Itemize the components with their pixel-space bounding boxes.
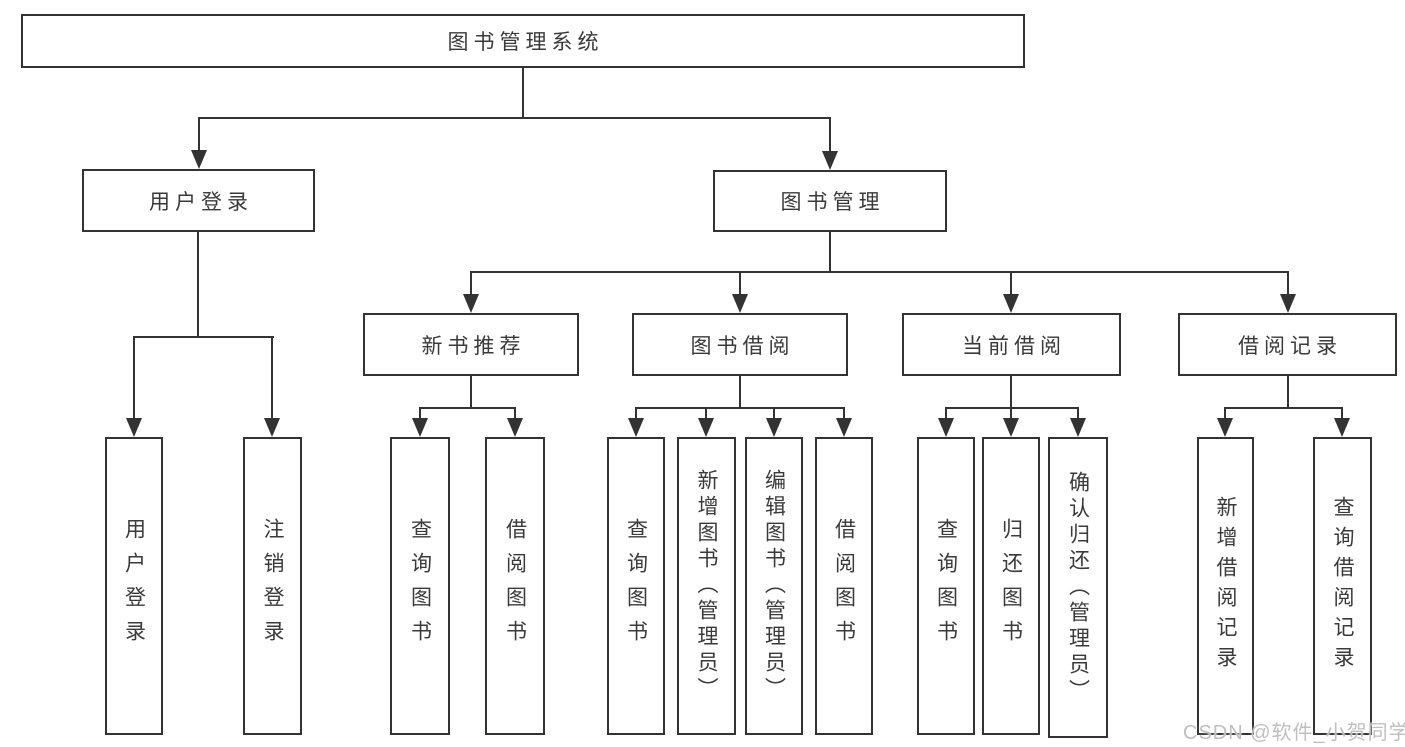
arrowhead-leaf-d3 bbox=[1070, 418, 1086, 437]
node-root-label: 图书管理系统 bbox=[447, 31, 604, 54]
connector-to-leaf-d3 bbox=[1077, 407, 1079, 419]
arrowhead-leaf-d1 bbox=[938, 418, 954, 437]
leaf-add-book-admin-label: 新增图书（管理员） bbox=[695, 469, 718, 703]
arrowhead-leaf-e1 bbox=[1217, 418, 1233, 437]
arrowhead-new-book bbox=[463, 294, 479, 313]
node-user-login-label: 用户登录 bbox=[149, 190, 253, 214]
leaf-query-books-borrowing: 查询图书 bbox=[607, 437, 665, 735]
leaf-borrow-books-borrowing-label: 借阅图书 bbox=[832, 518, 856, 654]
node-book-borrowing-label: 图书借阅 bbox=[690, 334, 795, 358]
arrowhead-current-borrow bbox=[1003, 294, 1019, 313]
connector-to-leaf-e2 bbox=[1341, 407, 1343, 419]
arrowhead-leaf-logout bbox=[264, 418, 280, 437]
arrowhead-user-login bbox=[191, 150, 207, 169]
connector-to-leaf-login bbox=[133, 336, 135, 418]
node-user-login: 用户登录 bbox=[82, 169, 315, 232]
connector-borrow-record-hline bbox=[1224, 407, 1343, 409]
node-current-borrowing: 当前借阅 bbox=[902, 313, 1121, 376]
connector-book-borrow-stub bbox=[739, 376, 741, 409]
node-book-management: 图书管理 bbox=[713, 170, 947, 232]
leaf-add-book-admin: 新增图书（管理员） bbox=[677, 437, 736, 735]
leaf-borrow-books-borrowing: 借阅图书 bbox=[815, 437, 873, 735]
node-new-book-recommend-label: 新书推荐 bbox=[421, 334, 526, 358]
leaf-logout-label: 注销登录 bbox=[261, 518, 284, 654]
connector-user-login-hline bbox=[133, 336, 274, 338]
leaf-query-books-current: 查询图书 bbox=[917, 437, 975, 735]
node-current-borrowing-label: 当前借阅 bbox=[962, 334, 1066, 358]
connector-to-current-borrow bbox=[1010, 271, 1012, 295]
connector-book-mgmt-hline bbox=[470, 271, 1289, 273]
connector-to-new-book bbox=[470, 271, 472, 295]
node-book-borrowing: 图书借阅 bbox=[632, 313, 848, 376]
connector-new-book-stub bbox=[470, 376, 472, 409]
connector-book-mgmt-stub bbox=[829, 232, 831, 273]
leaf-edit-book-admin-label: 编辑图书（管理员） bbox=[762, 469, 786, 703]
leaf-confirm-return-admin: 确认归还（管理员） bbox=[1048, 437, 1108, 738]
leaf-query-books-current-label: 查询图书 bbox=[934, 518, 958, 654]
connector-to-user-login bbox=[198, 117, 200, 151]
node-root: 图书管理系统 bbox=[21, 14, 1025, 68]
arrowhead-leaf-b2 bbox=[507, 418, 523, 437]
arrowhead-leaf-login bbox=[126, 418, 142, 437]
node-book-management-label: 图书管理 bbox=[780, 191, 885, 214]
connector-new-book-hline bbox=[419, 407, 516, 409]
leaf-confirm-return-admin-label: 确认归还（管理员） bbox=[1066, 470, 1090, 705]
leaf-query-books-borrowing-label: 查询图书 bbox=[624, 518, 648, 654]
connector-to-book-management bbox=[829, 117, 831, 151]
leaf-user-login-label: 用户登录 bbox=[122, 518, 146, 654]
arrowhead-leaf-d2 bbox=[1003, 418, 1019, 437]
connector-to-leaf-b2 bbox=[514, 407, 516, 419]
leaf-query-borrow-record: 查询借阅记录 bbox=[1313, 437, 1372, 735]
leaf-query-books-recommend-label: 查询图书 bbox=[408, 518, 432, 654]
leaf-edit-book-admin: 编辑图书（管理员） bbox=[745, 437, 803, 735]
arrowhead-borrow-record bbox=[1280, 294, 1296, 313]
leaf-borrow-books-recommend: 借阅图书 bbox=[485, 437, 545, 735]
node-borrowing-records-label: 借阅记录 bbox=[1238, 334, 1342, 358]
arrowhead-leaf-c2 bbox=[698, 418, 714, 437]
connector-user-login-stub bbox=[197, 232, 199, 338]
connector-root-stub bbox=[522, 68, 524, 118]
arrowhead-book-management bbox=[822, 151, 838, 170]
connector-to-leaf-d1 bbox=[945, 407, 947, 419]
connector-borrow-record-stub bbox=[1287, 376, 1289, 409]
arrowhead-leaf-b1 bbox=[412, 418, 428, 437]
leaf-query-borrow-record-label: 查询借阅记录 bbox=[1331, 496, 1354, 676]
connector-to-leaf-e1 bbox=[1224, 407, 1226, 419]
leaf-borrow-books-recommend-label: 借阅图书 bbox=[503, 518, 527, 654]
connector-to-leaf-b1 bbox=[419, 407, 421, 419]
connector-to-leaf-c2 bbox=[705, 407, 707, 419]
leaf-add-borrow-record: 新增借阅记录 bbox=[1197, 437, 1254, 735]
arrowhead-leaf-c4 bbox=[836, 418, 852, 437]
leaf-query-books-recommend: 查询图书 bbox=[390, 437, 450, 735]
arrowhead-leaf-e2 bbox=[1334, 418, 1350, 437]
connector-root-hline bbox=[198, 117, 831, 119]
arrowhead-leaf-c3 bbox=[766, 418, 782, 437]
leaf-return-books: 归还图书 bbox=[982, 437, 1040, 735]
connector-to-leaf-logout bbox=[271, 336, 273, 418]
connector-to-leaf-d2 bbox=[1010, 407, 1012, 419]
leaf-logout: 注销登录 bbox=[243, 437, 302, 735]
node-new-book-recommend: 新书推荐 bbox=[363, 313, 579, 376]
node-borrowing-records: 借阅记录 bbox=[1178, 313, 1397, 376]
leaf-add-borrow-record-label: 新增借阅记录 bbox=[1214, 496, 1237, 676]
connector-to-borrow-record bbox=[1287, 271, 1289, 295]
connector-to-book-borrow bbox=[739, 271, 741, 295]
csdn-watermark: CSDN @软件_小贺同学 bbox=[1183, 722, 1405, 744]
arrowhead-book-borrow bbox=[732, 294, 748, 313]
connector-to-leaf-c4 bbox=[843, 407, 845, 419]
leaf-user-login: 用户登录 bbox=[105, 437, 163, 735]
leaf-return-books-label: 归还图书 bbox=[999, 518, 1023, 654]
connector-book-borrow-hline bbox=[635, 407, 844, 409]
connector-to-leaf-c3 bbox=[773, 407, 775, 419]
arrowhead-leaf-c1 bbox=[628, 418, 644, 437]
connector-current-borrow-stub bbox=[1010, 376, 1012, 409]
connector-to-leaf-c1 bbox=[635, 407, 637, 419]
